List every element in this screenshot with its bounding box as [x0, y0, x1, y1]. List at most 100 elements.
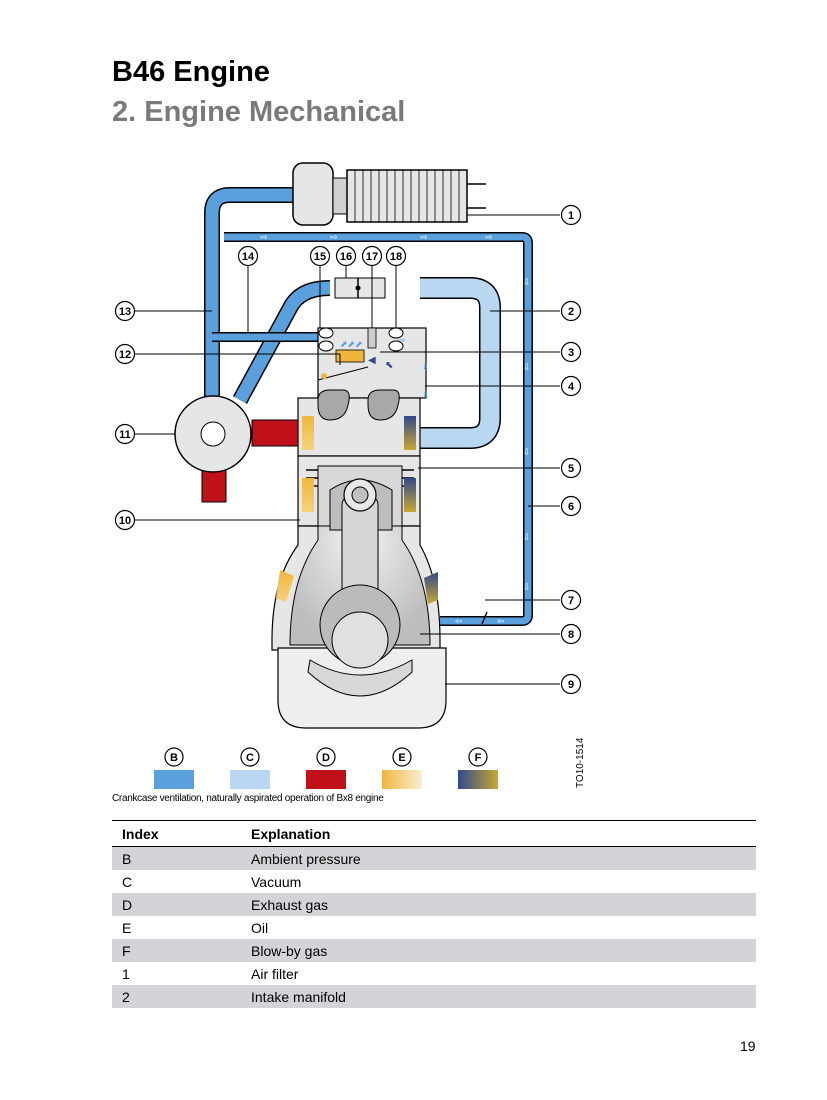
- figure-code: TO10-1514: [575, 737, 586, 788]
- oil-separator: [297, 389, 421, 457]
- svg-text:⇨: ⇨: [260, 233, 268, 243]
- svg-text:⇨: ⇨: [330, 233, 338, 243]
- callout-6: 6: [560, 495, 582, 517]
- table-cell-index: E: [122, 919, 132, 936]
- table-cell-index: D: [112, 893, 241, 916]
- callout-2: 2: [560, 300, 582, 322]
- legend-item-d: D: [306, 747, 346, 789]
- legend-item-c: C: [230, 747, 270, 789]
- svg-text:⇦: ⇦: [455, 617, 463, 627]
- svg-text:⇨: ⇨: [398, 336, 406, 346]
- table-header-explanation: Explanation: [241, 820, 756, 847]
- table-cell-explanation: Oil: [251, 919, 269, 936]
- svg-text:⇨: ⇨: [420, 233, 428, 243]
- svg-text:⇩: ⇩: [422, 391, 430, 401]
- table-cell-index: F: [112, 939, 241, 962]
- legend-key: C: [246, 752, 254, 764]
- table-header-row: Index Explanation: [112, 820, 756, 847]
- table-cell-index: B: [112, 846, 241, 870]
- color-legend: B C D E F: [154, 747, 498, 789]
- table-cell-explanation: Ambient pressure: [241, 846, 756, 870]
- legend-item-e: E: [382, 747, 422, 789]
- callout-label: 2: [568, 306, 574, 318]
- svg-text:⬈⬈⬈: ⬈⬈⬈: [340, 340, 363, 350]
- svg-text:⇩: ⇩: [523, 583, 531, 593]
- svg-text:⇦: ⇦: [497, 617, 505, 627]
- svg-text:⇩: ⇩: [422, 363, 430, 373]
- callout-label: 1: [568, 210, 574, 222]
- air-filter: [292, 162, 486, 226]
- callout-14: 14: [237, 245, 259, 267]
- callout-label: 10: [119, 515, 131, 527]
- callout-label: 17: [366, 251, 378, 263]
- callout-label: 16: [340, 251, 352, 263]
- callout-label: 3: [568, 347, 574, 359]
- callout-label: 14: [242, 251, 255, 263]
- svg-text:⬉: ⬉: [385, 360, 393, 371]
- callout-label: 13: [119, 306, 131, 318]
- callout-label: 6: [568, 501, 574, 513]
- crankcase-ventilation-diagram: ⇨ ⇨ ⇨ ⇨ ⇩ ⇩ ⇩ ⇩ ⇩ ⇦ ⇦: [114, 162, 586, 789]
- callout-12: 12: [114, 343, 136, 365]
- table-row: C Vacuum: [112, 870, 756, 893]
- ambient-pressure-hose: [204, 187, 300, 400]
- table-row: E Oil: [112, 916, 756, 939]
- legend-key: E: [398, 752, 405, 764]
- legend-item-b: B: [154, 747, 194, 789]
- callout-3: 3: [560, 341, 582, 363]
- callout-label: 12: [119, 349, 131, 361]
- engine-block: [271, 416, 447, 729]
- callout-label: 15: [314, 251, 326, 263]
- callout-label: 18: [390, 251, 402, 263]
- section-title: 2. Engine Mechanical: [112, 96, 406, 128]
- throttle-valve: [334, 277, 386, 299]
- callout-11: 11: [114, 423, 136, 445]
- callout-label: 5: [568, 463, 574, 475]
- svg-text:⇩: ⇩: [523, 363, 531, 373]
- callout-label: 4: [568, 381, 575, 393]
- svg-text:⇩: ⇩: [523, 278, 531, 288]
- callout-label: 9: [568, 679, 574, 691]
- svg-text:⇨: ⇨: [485, 233, 493, 243]
- table-cell-explanation: Intake manifold: [241, 985, 756, 1008]
- callout-1: 1: [560, 204, 582, 226]
- legend-swatch: [154, 770, 194, 789]
- callout-13: 13: [114, 300, 136, 322]
- callout-label: 11: [119, 429, 131, 441]
- callout-15: 15: [309, 245, 331, 267]
- table-cell-index: 2: [112, 985, 241, 1008]
- table-cell-explanation: Vacuum: [251, 873, 302, 890]
- svg-text:◀: ◀: [368, 355, 376, 366]
- legend-item-f: F: [458, 747, 498, 789]
- legend-key: D: [322, 752, 330, 764]
- table-cell-explanation: Blow-by gas: [241, 939, 756, 962]
- legend-swatch: [230, 770, 270, 789]
- table-cell-index: C: [122, 873, 133, 890]
- document-title: B46 Engine: [112, 56, 270, 88]
- legend-key: F: [475, 752, 482, 764]
- legend-swatch: [382, 770, 422, 789]
- callout-17: 17: [361, 245, 383, 267]
- callout-8: 8: [560, 623, 582, 645]
- legend-key: B: [170, 752, 178, 764]
- callout-5: 5: [560, 457, 582, 479]
- svg-text:⇩: ⇩: [523, 448, 531, 458]
- callout-label: 7: [568, 595, 574, 607]
- table-header-index: Index: [112, 820, 241, 847]
- intake-manifold: [232, 277, 501, 449]
- callout-label: 8: [568, 629, 574, 641]
- callout-7: 7: [560, 589, 582, 611]
- table-cell-explanation: Exhaust gas: [241, 893, 756, 916]
- legend-swatch: [458, 770, 498, 789]
- ambient-pressure-line: ⇨ ⇨ ⇨ ⇨ ⇩ ⇩ ⇩ ⇩ ⇩ ⇦ ⇦: [224, 232, 533, 627]
- table-cell-explanation: Air filter: [251, 965, 299, 982]
- page-number: 19: [740, 1038, 756, 1054]
- leader-lines: [135, 214, 560, 685]
